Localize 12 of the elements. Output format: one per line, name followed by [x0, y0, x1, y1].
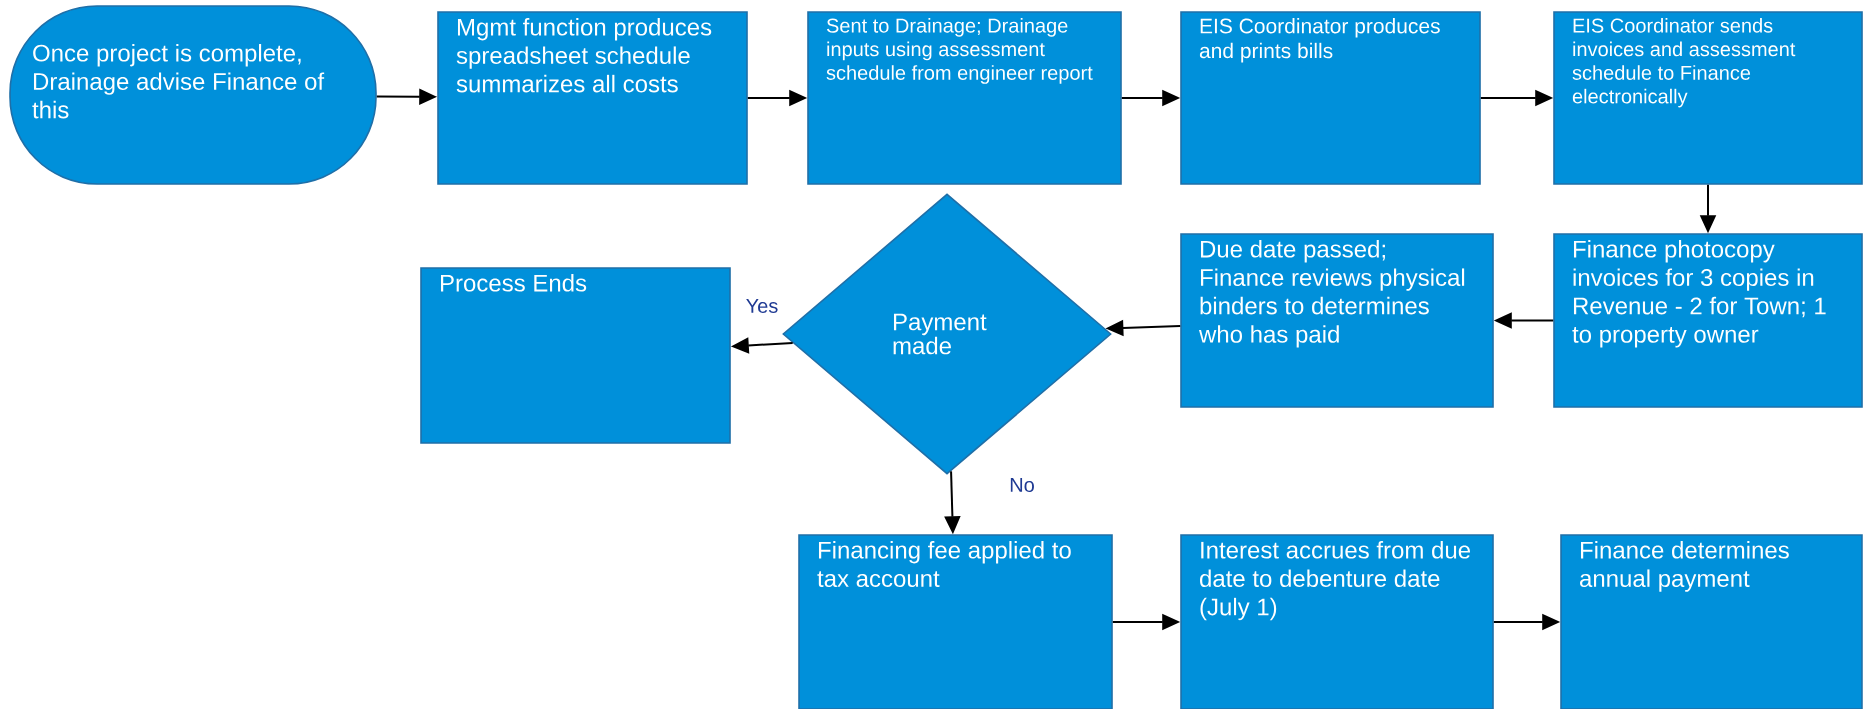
edge-label: No — [1010, 478, 1034, 492]
process-box: Interest accrues from due date to debenture date (July 1) — [1180, 534, 1494, 709]
process-box: EIS Coordinator sends invoices and assessment schedule to Finance electronically — [1553, 11, 1863, 185]
process-box: Due date passed; Finance reviews physical binders to determines who has paid — [1180, 233, 1494, 408]
process-box: Finance photocopy invoices for 3 copies in Revenue - 2 for Town; 1 to property owner — [1553, 233, 1863, 408]
process-box: Mgmt function produces spreadsheet schedule summarizes all costs — [437, 11, 748, 185]
process-box: Finance determines annual payment — [1560, 534, 1863, 709]
process-box: Process Ends — [420, 267, 731, 444]
edge-label: Yes — [746, 299, 778, 313]
process-box: Sent to Drainage; Drainage inputs using assessment schedule from engineer report — [807, 11, 1122, 185]
process-box: Financing fee applied to tax account — [798, 534, 1113, 709]
process-box: EIS Coordinator produces and prints bills — [1180, 11, 1481, 185]
